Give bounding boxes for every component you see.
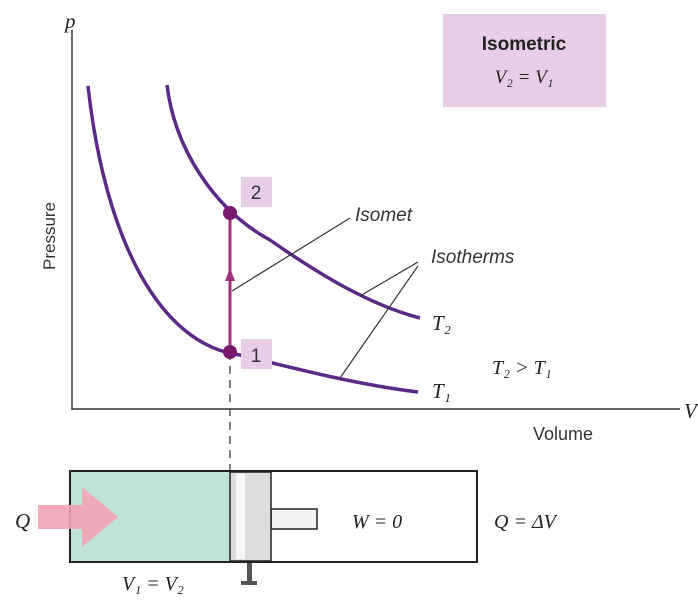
- y-axis-symbol: p: [63, 9, 76, 33]
- x-axis-label: Volume: [533, 424, 593, 444]
- point-1-label-box: [241, 339, 272, 369]
- isomet-label: Isomet: [355, 205, 413, 226]
- point-1-label: 1: [251, 346, 262, 367]
- temperature-relation: T₂ > T₁: [492, 357, 552, 379]
- state-point-1: [223, 345, 237, 359]
- isotherms-callout-line-t2: [359, 261, 419, 297]
- isotherms-callout-line-t1: [339, 265, 419, 379]
- work-label: W = 0: [352, 511, 402, 533]
- title-box: [443, 14, 606, 107]
- state-point-2: [223, 206, 237, 220]
- heat-arrow-icon: [38, 487, 118, 547]
- t1-label: T₁: [432, 379, 451, 403]
- point-2-label: 2: [251, 183, 262, 204]
- isotherm-t1-curve: [86, 85, 419, 394]
- energy-relation: Q = ΔV: [494, 511, 559, 533]
- stop-pin-icon: [247, 563, 252, 583]
- isotherm-t2-curve: [165, 84, 421, 320]
- y-axis-label: Pressure: [40, 202, 59, 270]
- piston-highlight: [236, 474, 245, 559]
- isochore-arrow-icon: [225, 268, 235, 281]
- t2-label: T₂: [432, 311, 451, 335]
- title-box-title: Isometric: [482, 34, 567, 55]
- x-axis-symbol: V: [684, 399, 698, 423]
- piston-shaft: [270, 508, 318, 530]
- stop-pin-base: [241, 581, 257, 585]
- isotherms-label: Isotherms: [431, 247, 515, 268]
- point-2-label-box: [241, 177, 272, 207]
- title-box-condition: V₂ = V₁: [495, 67, 554, 88]
- isomet-callout-line: [231, 217, 351, 292]
- heat-label: Q: [15, 509, 30, 533]
- volume-relation: V₁ = V₂: [122, 573, 184, 595]
